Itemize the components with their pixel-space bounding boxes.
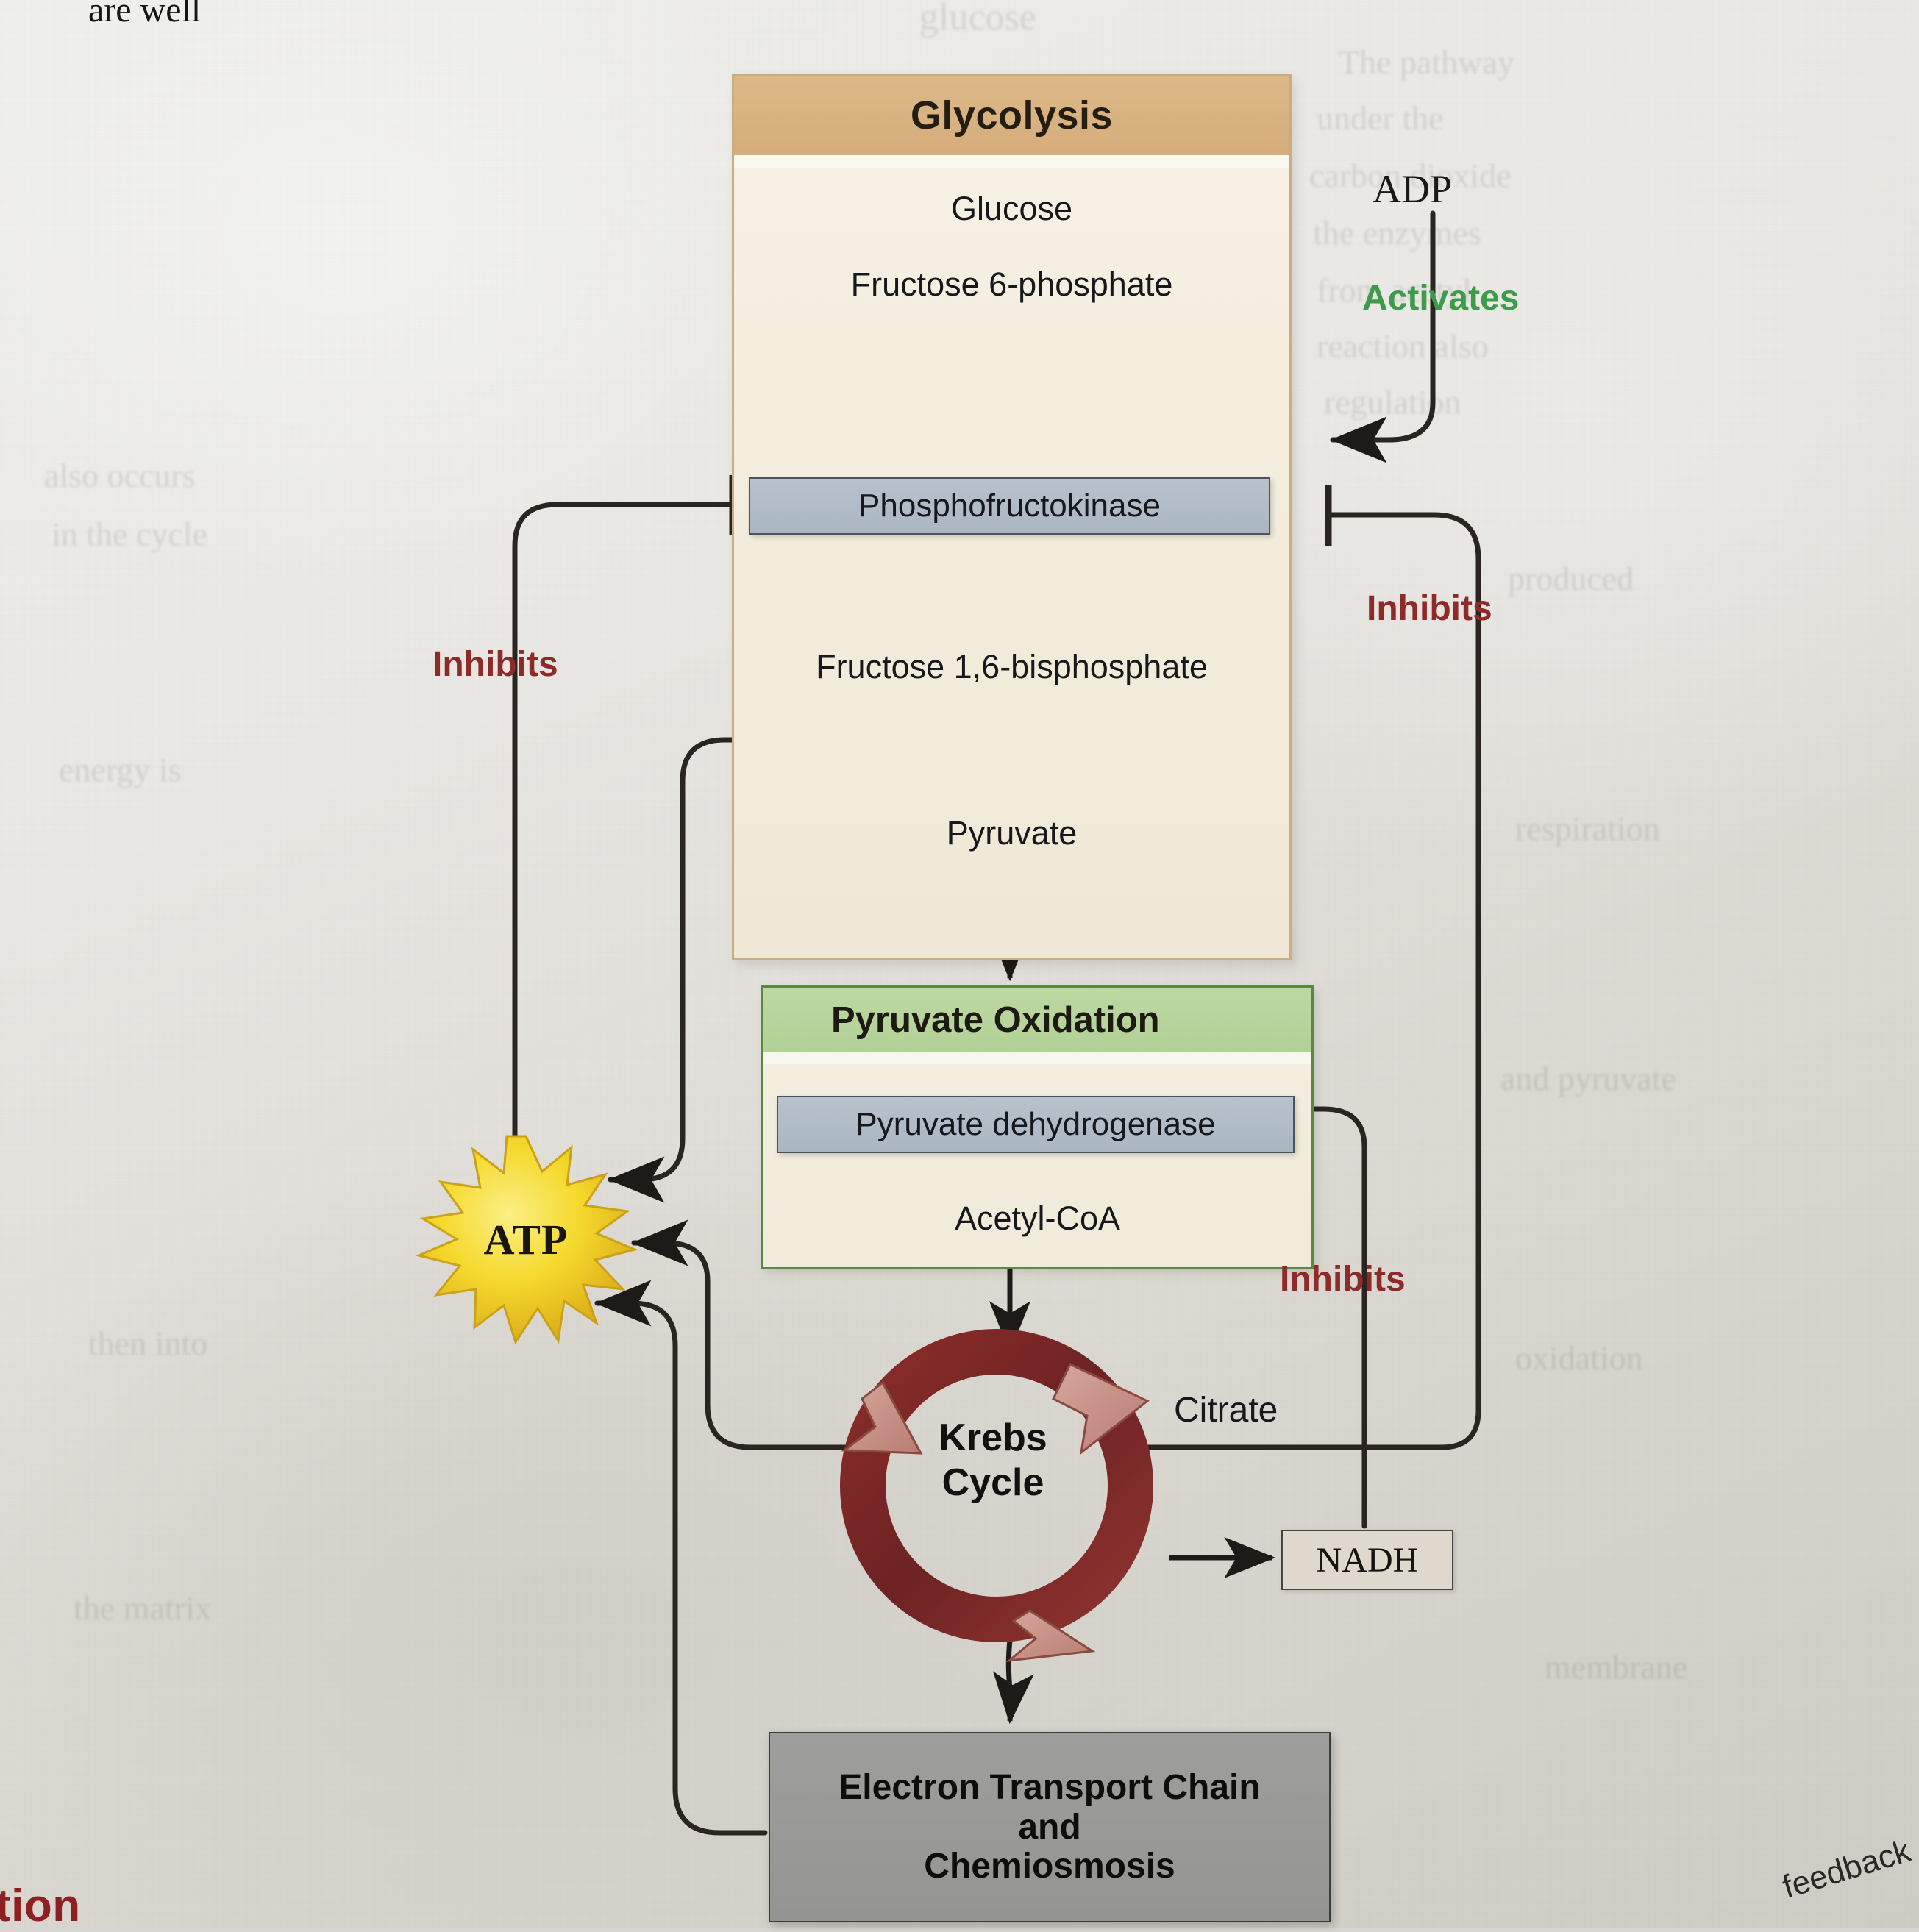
krebs-cycle-line2: Cycle xyxy=(941,1461,1044,1505)
glycolysis-title: Glycolysis xyxy=(910,93,1114,138)
glycolysis-panel[interactable]: Glycolysis Glucose Fructose 6-phosphate … xyxy=(732,74,1292,960)
krebs-cycle-label[interactable]: Krebs Cycle xyxy=(883,1416,1103,1506)
etc-line1: Electron Transport Chain xyxy=(839,1767,1261,1807)
atp-starburst[interactable]: ATP xyxy=(416,1136,636,1342)
krebs-cycle-line1: Krebs xyxy=(939,1416,1047,1459)
atp-starburst-shape xyxy=(415,1135,638,1345)
atp-label: ATP xyxy=(483,1215,569,1263)
metabolite-fructose-16-bisphosphate: Fructose 1,6-bisphosphate xyxy=(816,648,1208,685)
glycolysis-header: Glycolysis xyxy=(734,76,1289,155)
enzyme-phosphofructokinase[interactable]: Phosphofructokinase xyxy=(749,477,1270,535)
krebs-cycle-ring xyxy=(840,1329,1153,1663)
enzyme-phosphofructokinase-label: Phosphofructokinase xyxy=(858,488,1161,524)
nadh-label: NADH xyxy=(1316,1540,1419,1580)
metabolite-glucose: Glucose xyxy=(950,190,1073,227)
relation-inhibits-left-label: Inhibits xyxy=(432,645,558,684)
adp-label: ADP xyxy=(1373,167,1453,211)
metabolite-pyruvate: Pyruvate xyxy=(946,814,1078,852)
relation-inhibits-right-bottom-label: Inhibits xyxy=(1280,1260,1406,1299)
metabolite-acetyl-coa: Acetyl-CoA xyxy=(954,1200,1121,1237)
etc-line3: Chemiosmosis xyxy=(924,1847,1175,1886)
nadh-box[interactable]: NADH xyxy=(1281,1530,1453,1590)
metabolite-fructose-6-phosphate: Fructose 6-phosphate xyxy=(850,265,1173,303)
etc-line2: and xyxy=(1018,1807,1081,1847)
enzyme-pyruvate-dehydrogenase[interactable]: Pyruvate dehydrogenase xyxy=(777,1096,1295,1153)
pyruvate-oxidation-panel[interactable]: Pyruvate Oxidation Pyruvate dehydrogenas… xyxy=(761,985,1314,1269)
relation-inhibits-right-top-label: Inhibits xyxy=(1367,589,1492,628)
pyruvate-oxidation-header: Pyruvate Oxidation xyxy=(763,988,1311,1052)
pyruvate-oxidation-header-strip xyxy=(763,1052,1311,1064)
page-bottom-left-fragment: tion xyxy=(0,1881,81,1931)
enzyme-pyruvate-dehydrogenase-label: Pyruvate dehydrogenase xyxy=(855,1106,1216,1142)
pyruvate-oxidation-title: Pyruvate Oxidation xyxy=(831,1000,1160,1040)
relation-activates-label: Activates xyxy=(1362,279,1520,318)
citrate-label: Citrate xyxy=(1174,1391,1278,1430)
electron-transport-chain-box[interactable]: Electron Transport Chain and Chemiosmosi… xyxy=(769,1732,1331,1922)
glycolysis-header-strip xyxy=(734,155,1289,168)
page-top-fragment: are well xyxy=(88,0,202,29)
